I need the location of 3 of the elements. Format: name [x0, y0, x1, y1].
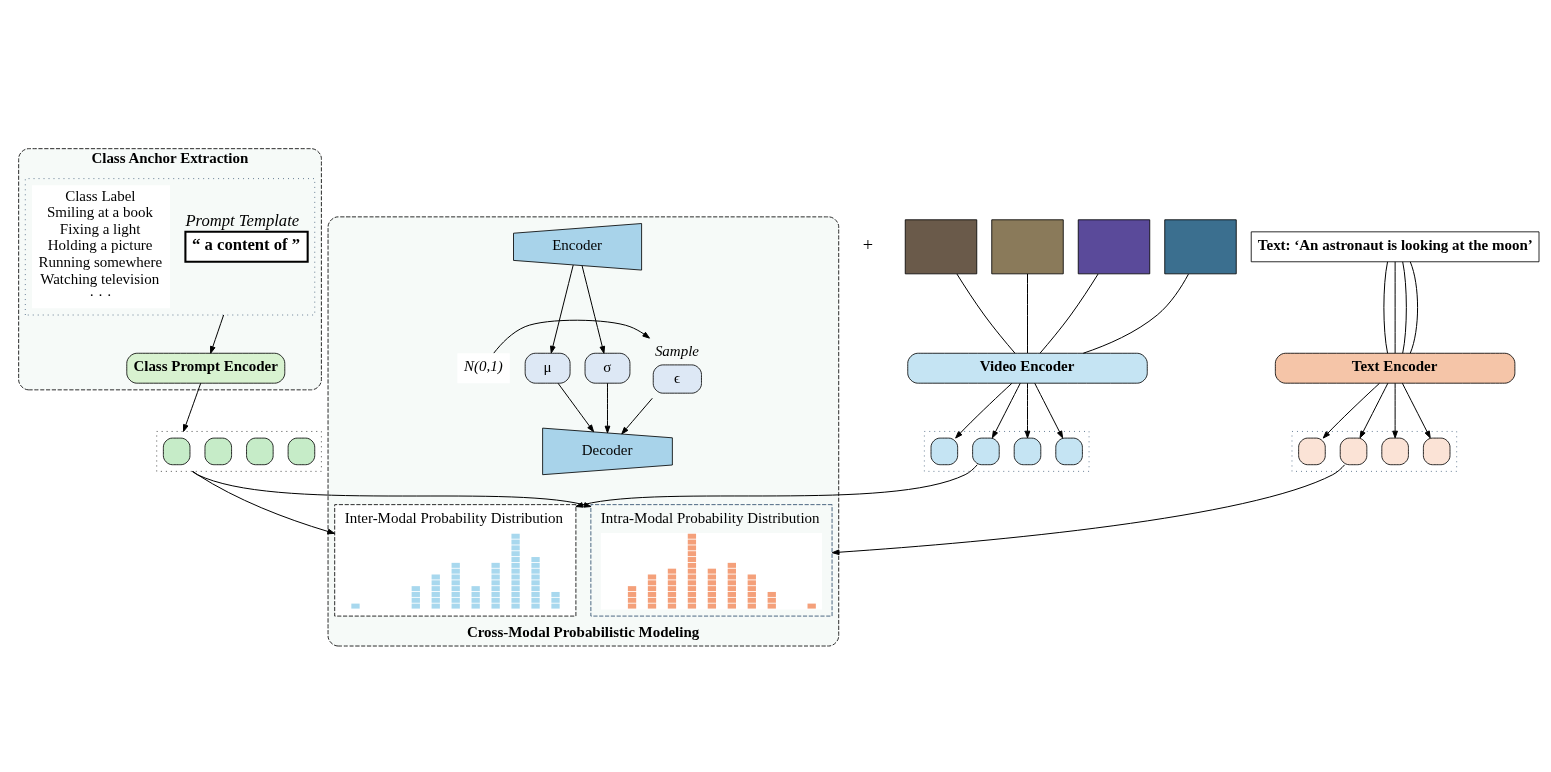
- node-label: Sample: [654, 342, 699, 359]
- node-label: Prompt Template: [185, 210, 300, 230]
- label: +: [862, 234, 873, 255]
